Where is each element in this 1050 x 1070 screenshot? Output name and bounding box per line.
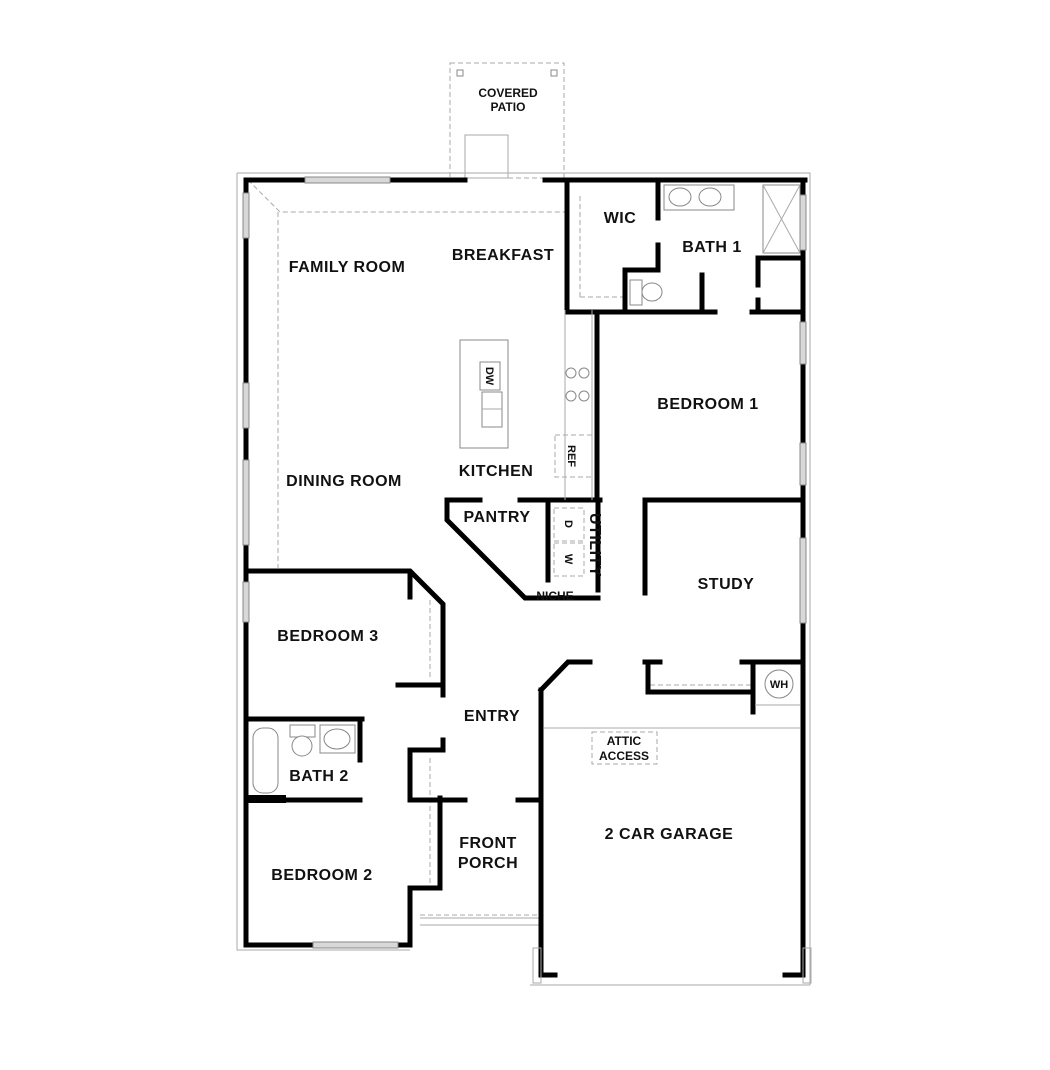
- label-washer: W: [562, 554, 574, 565]
- label-dryer: D: [562, 520, 574, 528]
- label-study: STUDY: [698, 576, 755, 593]
- label-refrigerator: REF: [565, 445, 577, 467]
- label-attic-access-2: ACCESS: [599, 749, 649, 763]
- label-bedroom2: BEDROOM 2: [271, 867, 372, 884]
- label-covered-patio-2: PATIO: [491, 100, 526, 114]
- room-labels: COVERED PATIO FAMILY ROOM BREAKFAST WIC …: [271, 86, 758, 884]
- label-bath2: BATH 2: [289, 768, 349, 785]
- garage-details: [532, 669, 812, 984]
- label-front-porch: FRONT: [459, 835, 517, 852]
- label-bath1: BATH 1: [682, 239, 742, 256]
- windows: [242, 176, 807, 949]
- label-attic-access: ATTIC: [607, 734, 642, 748]
- label-dining-room: DINING ROOM: [286, 473, 402, 490]
- label-bedroom3: BEDROOM 3: [277, 628, 378, 645]
- interior-walls: [243, 180, 806, 803]
- exterior-outline: [236, 172, 811, 986]
- label-utility: UTILITY: [586, 513, 603, 577]
- label-wic: WIC: [604, 210, 637, 227]
- label-kitchen: KITCHEN: [459, 463, 534, 480]
- label-garage: 2 CAR GARAGE: [605, 826, 734, 843]
- label-front-porch-2: PORCH: [458, 855, 518, 872]
- label-family-room: FAMILY ROOM: [289, 259, 406, 276]
- label-pantry: PANTRY: [464, 509, 531, 526]
- bath1-fixtures: [629, 184, 801, 306]
- label-covered-patio: COVERED: [478, 86, 538, 100]
- label-breakfast: BREAKFAST: [452, 247, 554, 264]
- utility-fixtures: [553, 507, 585, 577]
- label-bedroom1: BEDROOM 1: [657, 396, 758, 413]
- label-entry: ENTRY: [464, 708, 520, 725]
- label-niche: NICHE: [536, 589, 573, 603]
- soffit-lines: [247, 179, 752, 916]
- fixture-labels: DW REF D W WH: [483, 367, 788, 691]
- bath2-fixtures: [252, 724, 356, 794]
- label-water-heater: WH: [770, 679, 788, 691]
- label-dishwasher: DW: [483, 367, 495, 386]
- covered-patio: [449, 62, 565, 179]
- kitchen-fixtures: [459, 310, 593, 500]
